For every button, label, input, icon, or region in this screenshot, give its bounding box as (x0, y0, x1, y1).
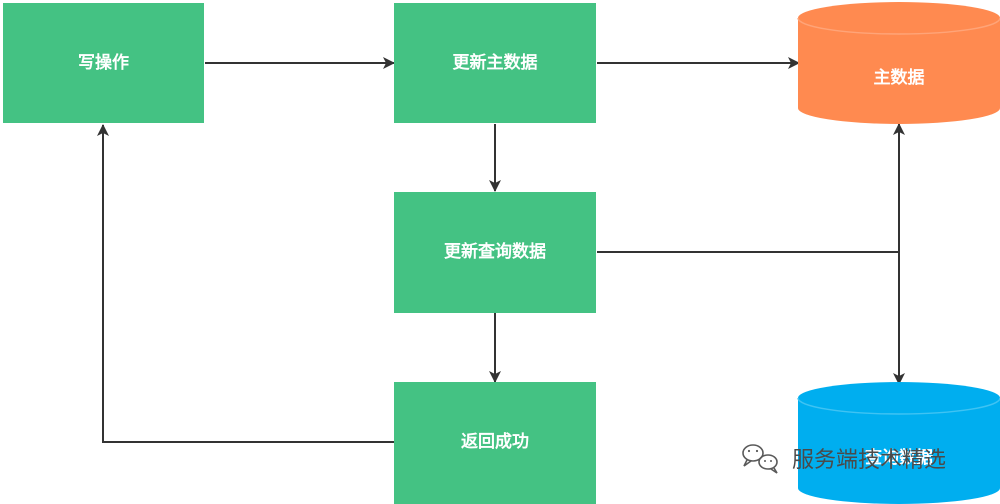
watermark: 服务端技术精选 (742, 444, 946, 474)
node-update-query: 更新查询数据 (394, 192, 596, 313)
node-return-success-label: 返回成功 (461, 431, 529, 452)
node-update-main: 更新主数据 (394, 3, 596, 123)
edge-return-to-write (97, 124, 394, 443)
node-write-op: 写操作 (3, 3, 204, 123)
watermark-text: 服务端技术精选 (792, 448, 946, 473)
node-write-op-label: 写操作 (78, 52, 129, 73)
node-update-query-label: 更新查询数据 (444, 241, 546, 262)
node-update-main-label: 更新主数据 (453, 52, 538, 73)
wechat-icon (742, 444, 778, 474)
edges (97, 57, 905, 443)
node-query-data-db: 查询数据 (797, 382, 1000, 504)
node-main-data-db: 主数据 (797, 2, 1000, 124)
node-main-data-db-label: 主数据 (874, 67, 925, 88)
node-return-success: 返回成功 (394, 382, 596, 504)
node-query-data-db-label: 查询数据 (864, 447, 933, 468)
